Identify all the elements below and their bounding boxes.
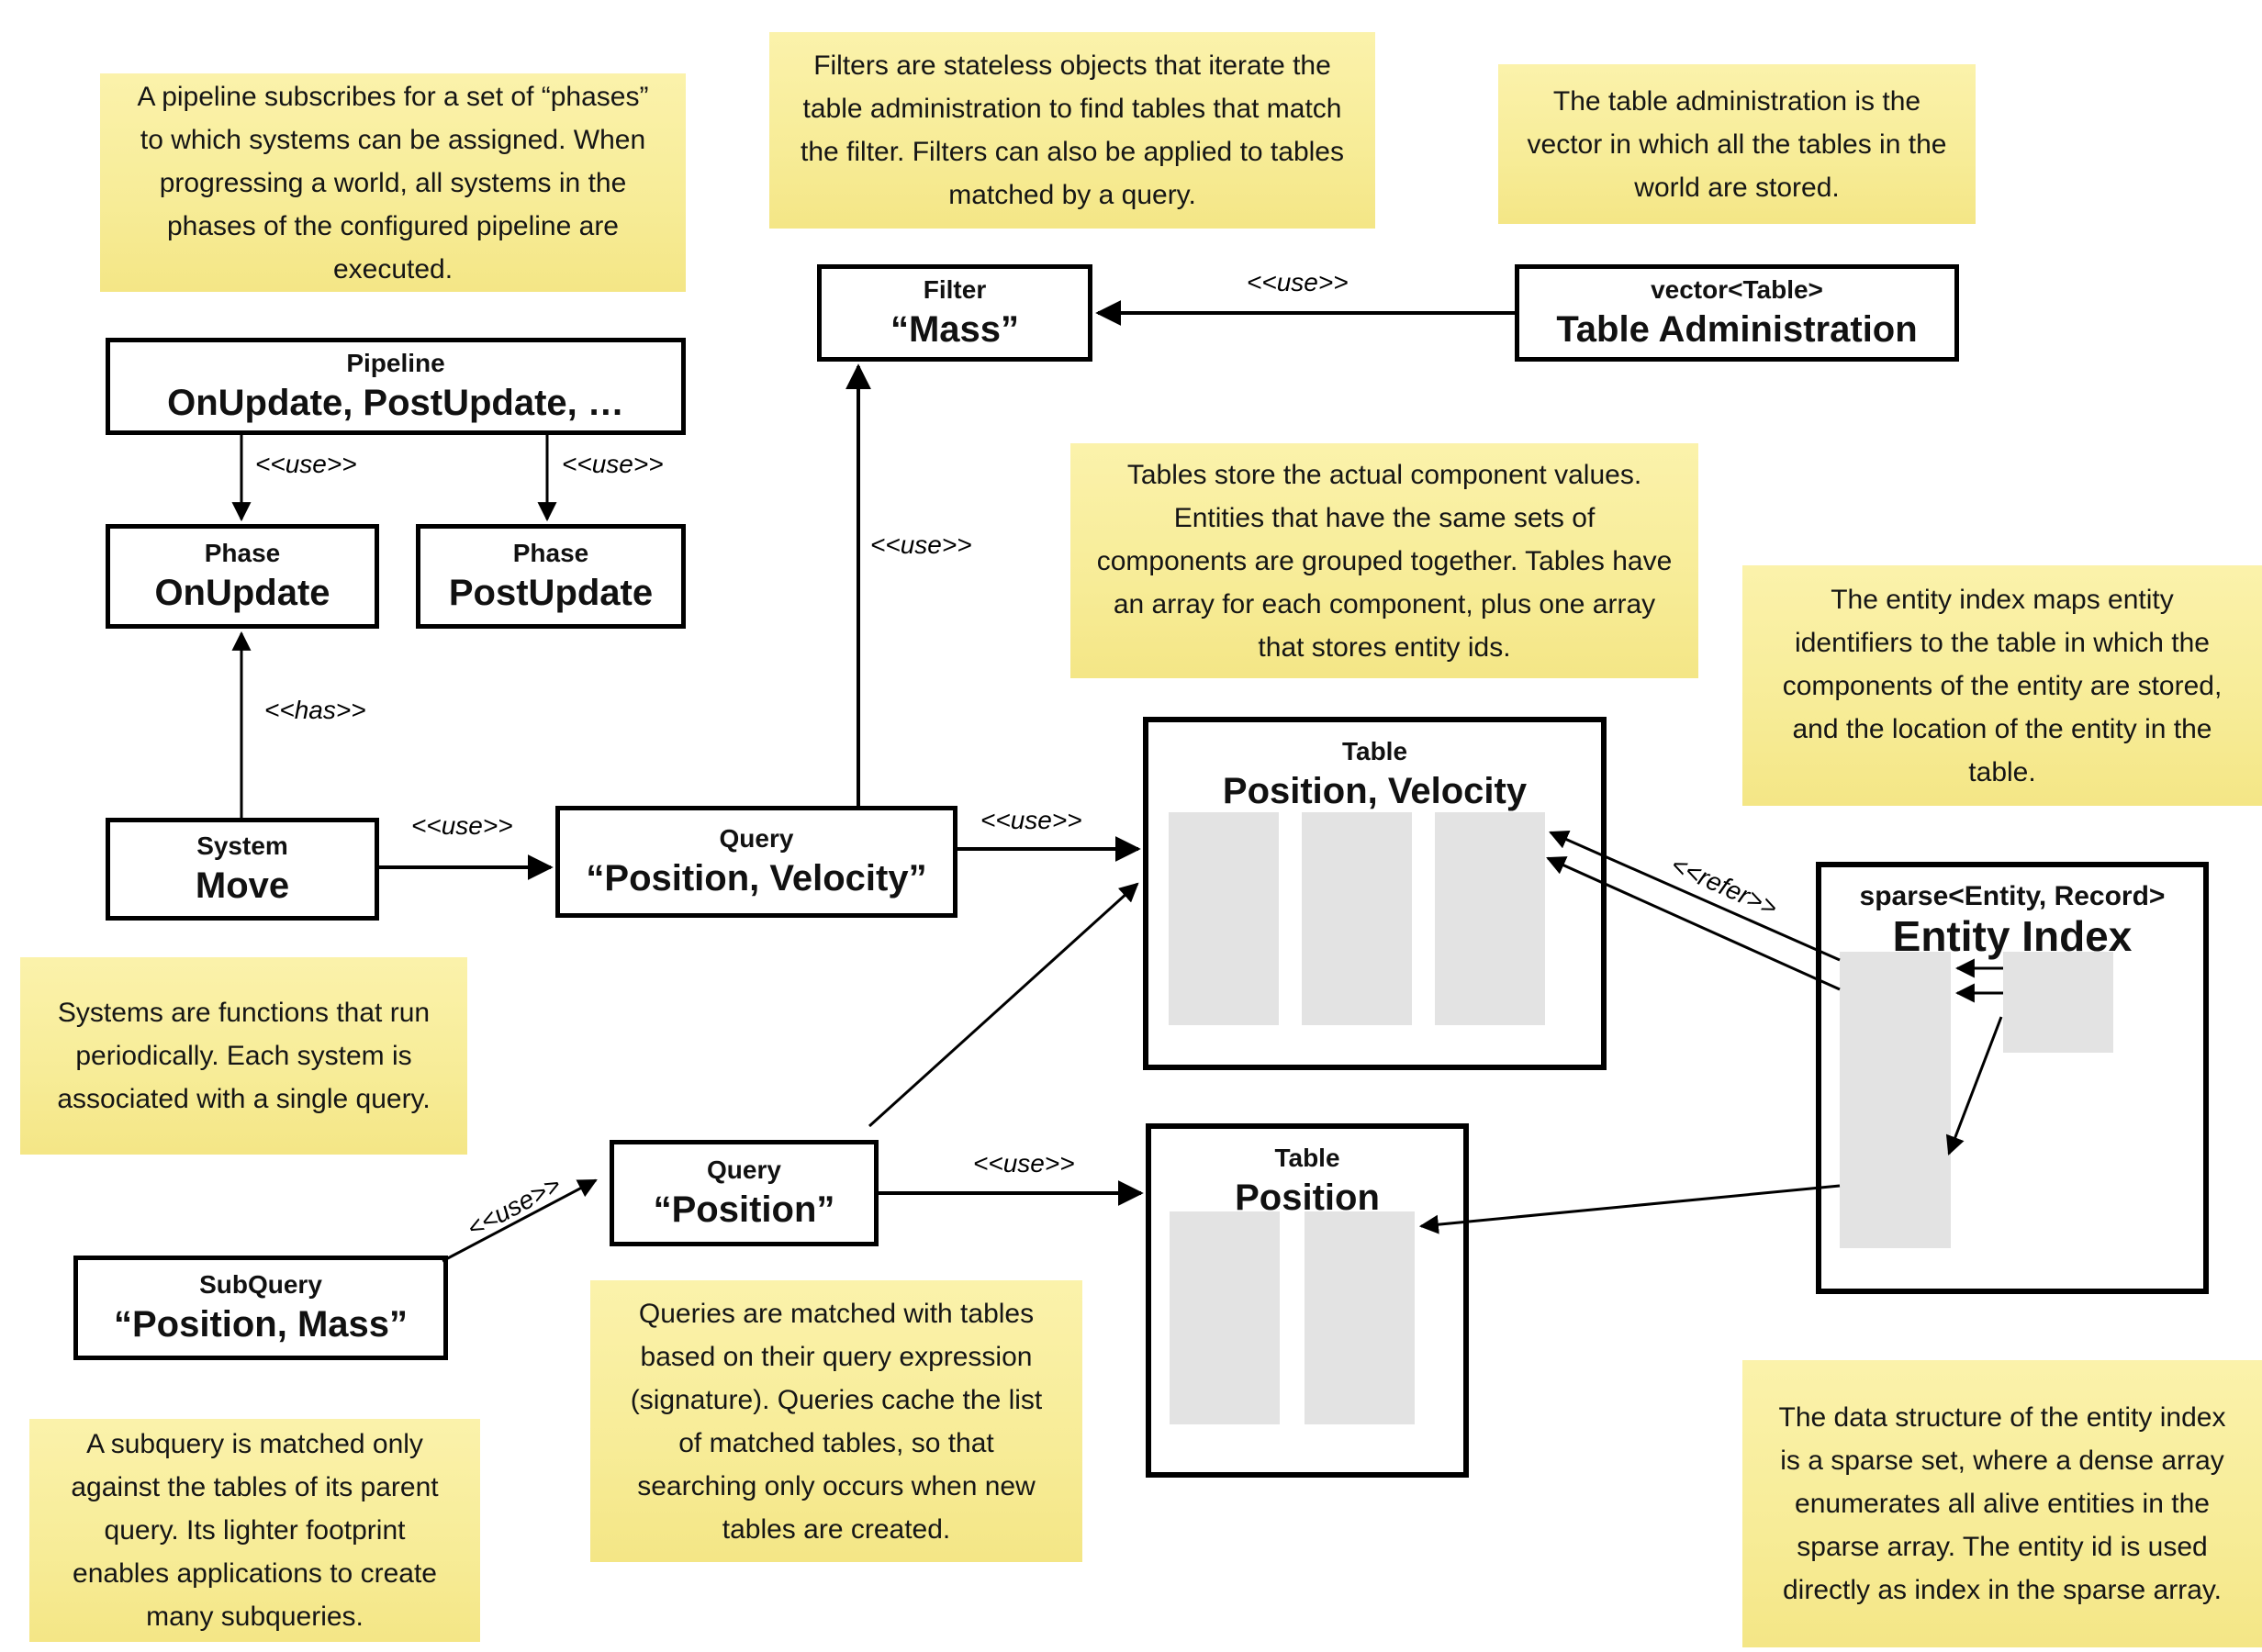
node-phase-onupdate-name: OnUpdate — [154, 573, 330, 613]
note-table-administration: The table administration is the vector i… — [1498, 64, 1976, 224]
edge-queryp-to-tablepv — [868, 882, 1139, 1128]
node-query-position-name: “Position” — [653, 1189, 835, 1230]
node-pipeline: Pipeline OnUpdate, PostUpdate, … — [106, 338, 686, 435]
node-table-position-velocity-stereotype: Table — [1341, 737, 1408, 765]
node-query-position-stereotype: Query — [707, 1155, 781, 1184]
node-table-position-name: Position — [1235, 1178, 1380, 1218]
note-systems: Systems are functions that run periodica… — [20, 957, 467, 1155]
label-use-pipeline-postupdate: <<use>> — [562, 450, 664, 478]
node-table-position-stereotype: Table — [1274, 1144, 1340, 1172]
label-use-move-query: <<use>> — [411, 811, 513, 840]
dense-array — [2003, 952, 2113, 1053]
label-use-pipeline-onupdate: <<use>> — [255, 450, 357, 478]
edge-entityindex-refer-tablep — [1418, 1184, 1841, 1234]
node-filter-mass: Filter “Mass” — [817, 264, 1092, 362]
node-table-administration: vector<Table> Table Administration — [1515, 264, 1959, 362]
label-use-query-filter: <<use>> — [870, 530, 972, 559]
node-system-move: System Move — [106, 818, 379, 921]
label-has-move-phase: <<has>> — [264, 696, 366, 724]
label-refer-entityindex-tablepv: <<refer>> — [1666, 850, 1782, 922]
node-phase-postupdate: Phase PostUpdate — [416, 524, 686, 629]
node-subquery-name: “Position, Mass” — [113, 1304, 409, 1345]
note-entity-index: The entity index maps entity identifiers… — [1742, 565, 2262, 806]
component-array-3 — [1435, 812, 1545, 1025]
node-pipeline-name: OnUpdate, PostUpdate, … — [167, 383, 624, 423]
node-phase-onupdate-stereotype: Phase — [204, 539, 281, 567]
note-sparse-set: The data structure of the entity index i… — [1742, 1360, 2262, 1647]
label-use-subquery-query: <<use>> — [462, 1169, 566, 1244]
node-entity-index-name: Entity Index — [1892, 912, 2133, 960]
node-system-move-stereotype: System — [196, 832, 288, 860]
node-subquery-stereotype: SubQuery — [199, 1270, 322, 1299]
node-system-move-name: Move — [195, 865, 290, 906]
node-table-position-velocity: Table Position, Velocity — [1143, 717, 1607, 1070]
node-entity-index-stereotype: sparse<Entity, Record> — [1859, 881, 2166, 911]
label-use-tableadmin-filter: <<use>> — [1247, 268, 1349, 296]
note-queries: Queries are matched with tables based on… — [590, 1280, 1082, 1562]
component-array-2 — [1305, 1211, 1415, 1424]
node-query-position-velocity-stereotype: Query — [719, 824, 794, 853]
component-array-2 — [1302, 812, 1412, 1025]
component-array-1 — [1169, 812, 1279, 1025]
node-table-position-velocity-name: Position, Velocity — [1222, 771, 1528, 811]
node-subquery-position-mass: SubQuery “Position, Mass” — [73, 1256, 448, 1360]
note-tables: Tables store the actual component values… — [1070, 443, 1698, 678]
note-filters: Filters are stateless objects that itera… — [769, 32, 1375, 229]
node-table-administration-name: Table Administration — [1556, 309, 1918, 350]
node-table-position: Table Position — [1146, 1123, 1469, 1478]
note-pipeline: A pipeline subscribes for a set of “phas… — [100, 73, 686, 292]
node-query-position-velocity-name: “Position, Velocity” — [586, 858, 927, 899]
node-query-position: Query “Position” — [610, 1140, 879, 1246]
node-query-position-velocity: Query “Position, Velocity” — [555, 806, 957, 918]
label-use-querypv-tablepv: <<use>> — [980, 806, 1082, 834]
node-phase-postupdate-stereotype: Phase — [512, 539, 589, 567]
node-phase-postupdate-name: PostUpdate — [448, 573, 654, 613]
node-filter-mass-name: “Mass” — [890, 309, 1020, 350]
node-entity-index: sparse<Entity, Record> Entity Index — [1816, 862, 2209, 1294]
node-phase-onupdate: Phase OnUpdate — [106, 524, 379, 629]
component-array-1 — [1170, 1211, 1280, 1424]
node-filter-mass-stereotype: Filter — [923, 275, 987, 304]
note-subquery: A subquery is matched only against the t… — [29, 1419, 480, 1642]
label-use-queryp-tablep: <<use>> — [973, 1149, 1075, 1178]
node-table-administration-stereotype: vector<Table> — [1651, 275, 1823, 304]
node-pipeline-stereotype: Pipeline — [346, 349, 445, 377]
sparse-array — [1840, 952, 1951, 1248]
